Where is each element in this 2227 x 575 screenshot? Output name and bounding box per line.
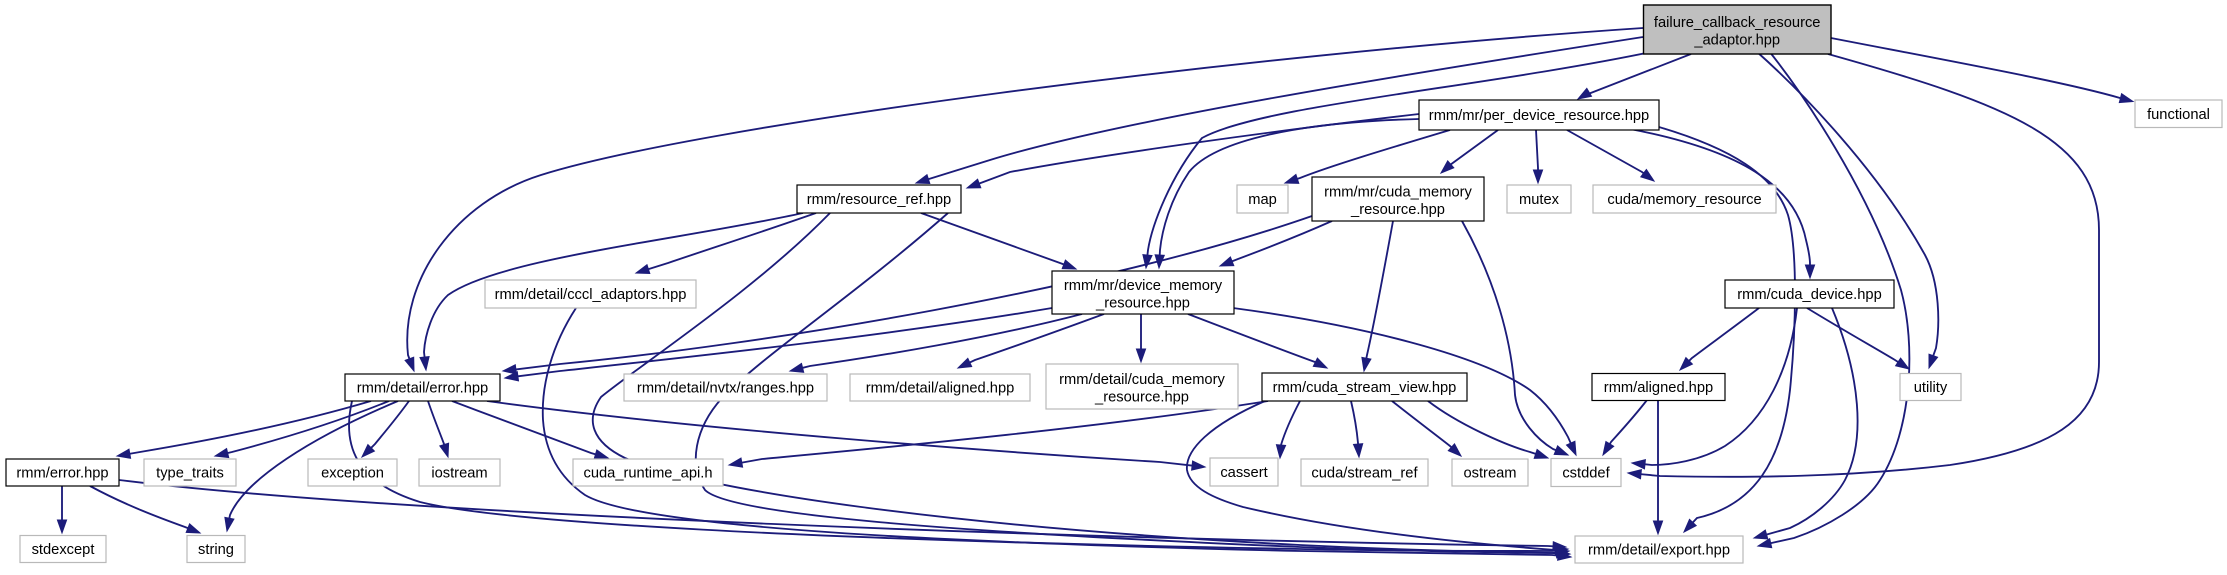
svg-text:ostream: ostream	[1463, 466, 1516, 482]
svg-text:rmm/cuda_stream_view.hpp: rmm/cuda_stream_view.hpp	[1273, 380, 1457, 396]
svg-text:iostream: iostream	[431, 466, 487, 482]
svg-text:utility: utility	[1914, 380, 1948, 396]
svg-text:rmm/mr/per_device_resource.hpp: rmm/mr/per_device_resource.hpp	[1429, 108, 1649, 124]
svg-text:rmm/resource_ref.hpp: rmm/resource_ref.hpp	[807, 192, 951, 208]
svg-text:rmm/detail/error.hpp: rmm/detail/error.hpp	[357, 381, 488, 397]
svg-text:rmm/detail/cccl_adaptors.hpp: rmm/detail/cccl_adaptors.hpp	[495, 287, 687, 303]
svg-text:functional: functional	[2147, 107, 2210, 123]
svg-text:rmm/mr/cuda_memory: rmm/mr/cuda_memory	[1324, 184, 1472, 200]
svg-text:cuda_runtime_api.h: cuda_runtime_api.h	[583, 466, 712, 482]
svg-text:rmm/detail/aligned.hpp: rmm/detail/aligned.hpp	[866, 381, 1015, 397]
svg-text:mutex: mutex	[1519, 192, 1560, 208]
svg-text:cuda/stream_ref: cuda/stream_ref	[1311, 466, 1418, 482]
svg-text:cassert: cassert	[1220, 465, 1267, 481]
svg-text:stdexcept: stdexcept	[32, 542, 95, 558]
svg-text:rmm/aligned.hpp: rmm/aligned.hpp	[1604, 380, 1713, 396]
svg-text:cstddef: cstddef	[1562, 466, 1610, 482]
svg-text:cuda/memory_resource: cuda/memory_resource	[1607, 192, 1761, 208]
svg-text:exception: exception	[321, 466, 384, 482]
svg-text:_resource.hpp: _resource.hpp	[1350, 202, 1445, 218]
svg-text:string: string	[198, 542, 234, 558]
svg-text:failure_callback_resource: failure_callback_resource	[1654, 15, 1821, 31]
svg-text:rmm/cuda_device.hpp: rmm/cuda_device.hpp	[1737, 287, 1882, 303]
svg-text:_adaptor.hpp: _adaptor.hpp	[1693, 32, 1780, 48]
svg-text:rmm/detail/export.hpp: rmm/detail/export.hpp	[1588, 543, 1730, 559]
svg-text:rmm/detail/cuda_memory: rmm/detail/cuda_memory	[1059, 372, 1225, 388]
svg-text:rmm/detail/nvtx/ranges.hpp: rmm/detail/nvtx/ranges.hpp	[637, 381, 814, 397]
svg-text:rmm/mr/device_memory: rmm/mr/device_memory	[1064, 278, 1223, 294]
svg-text:_resource.hpp: _resource.hpp	[1095, 295, 1190, 311]
svg-text:rmm/error.hpp: rmm/error.hpp	[16, 466, 108, 482]
svg-text:map: map	[1248, 192, 1277, 208]
svg-text:_resource.hpp: _resource.hpp	[1094, 389, 1189, 405]
svg-text:type_traits: type_traits	[156, 466, 224, 482]
